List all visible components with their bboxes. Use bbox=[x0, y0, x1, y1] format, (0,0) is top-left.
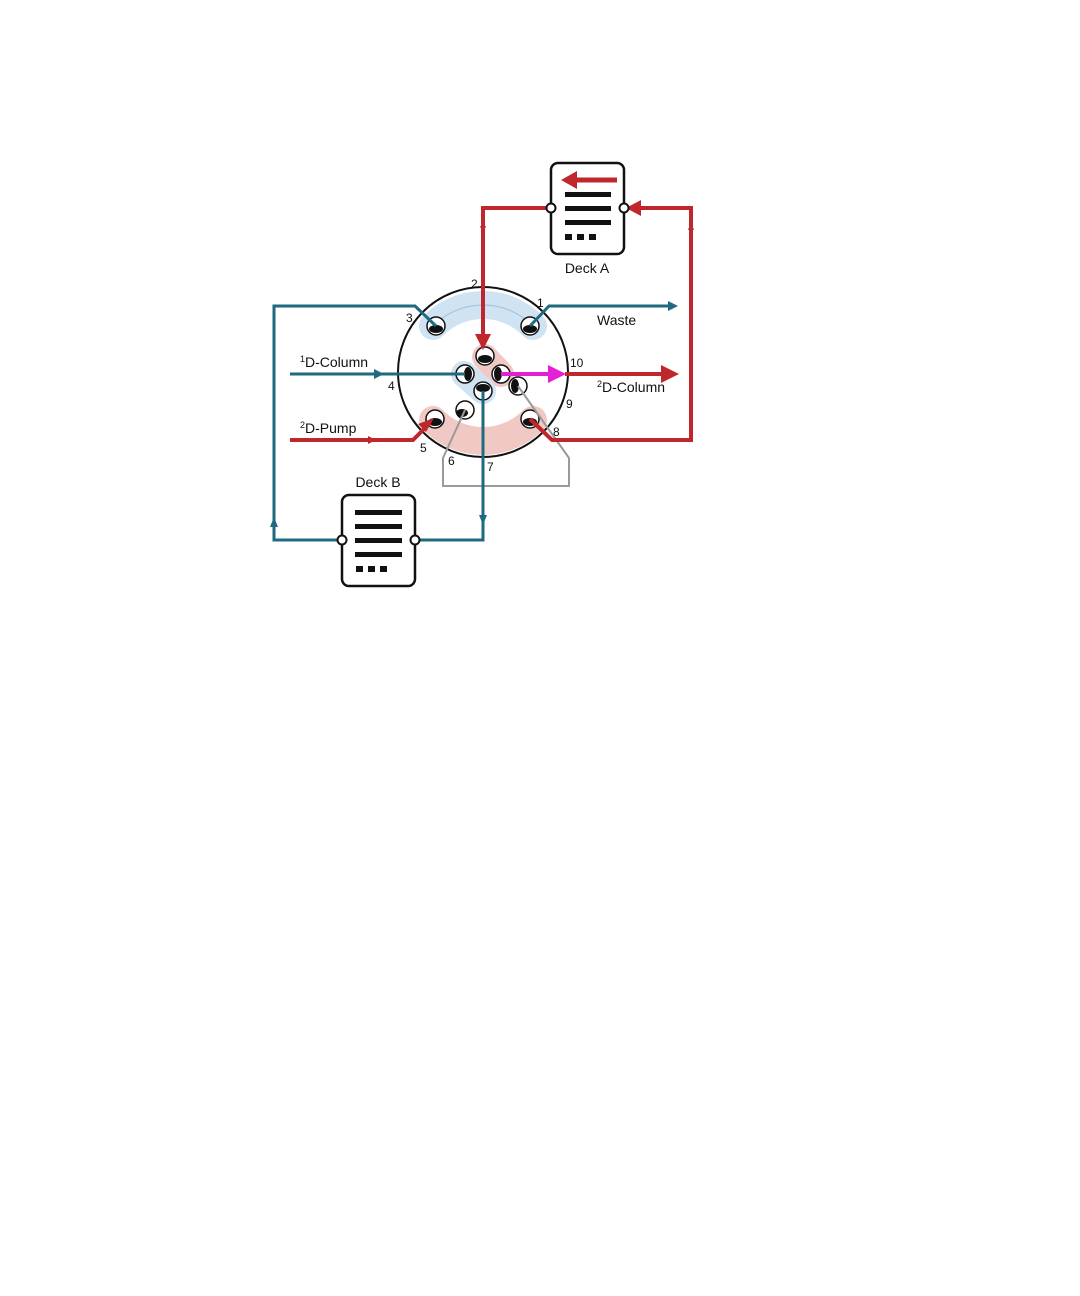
port-number-5: 5 bbox=[420, 441, 427, 455]
port-number-2: 2 bbox=[471, 277, 478, 291]
arrow-first-column bbox=[374, 369, 384, 379]
deck-a-right-port bbox=[620, 204, 629, 213]
port-number-3: 3 bbox=[406, 311, 413, 325]
arrow-left-up bbox=[270, 517, 278, 527]
deck-b bbox=[338, 495, 420, 586]
port-number-1: 1 bbox=[537, 296, 544, 310]
inner-hole-top bbox=[476, 347, 494, 365]
arrow-second-pump-line bbox=[368, 436, 376, 444]
port-number-6: 6 bbox=[448, 454, 455, 468]
deck-b-label: Deck B bbox=[355, 474, 400, 490]
arrow-center-down bbox=[479, 515, 487, 525]
deck-b-left-port bbox=[338, 536, 347, 545]
arrow-right-up bbox=[688, 222, 694, 230]
port-number-7: 7 bbox=[487, 460, 494, 474]
port-number-8: 8 bbox=[553, 425, 560, 439]
deck-b-right-port bbox=[411, 536, 420, 545]
deck-a bbox=[547, 163, 629, 254]
port-number-10: 10 bbox=[570, 356, 584, 370]
deck-a-label: Deck A bbox=[565, 260, 610, 276]
waste-label: Waste bbox=[597, 312, 636, 328]
second-pump-text: D-Pump bbox=[305, 420, 357, 436]
port-number-4: 4 bbox=[388, 379, 395, 393]
first-column-text: D-Column bbox=[305, 354, 368, 370]
second-pump-label: 2D-Pump bbox=[300, 420, 357, 436]
second-column-text: D-Column bbox=[602, 379, 665, 395]
first-column-label: 1D-Column bbox=[300, 354, 368, 370]
deck-a-left-port bbox=[547, 204, 556, 213]
second-column-label: 2D-Column bbox=[597, 379, 665, 395]
arrow-top-down bbox=[480, 226, 486, 234]
arrow-waste bbox=[668, 301, 678, 311]
port-number-9: 9 bbox=[566, 397, 573, 411]
